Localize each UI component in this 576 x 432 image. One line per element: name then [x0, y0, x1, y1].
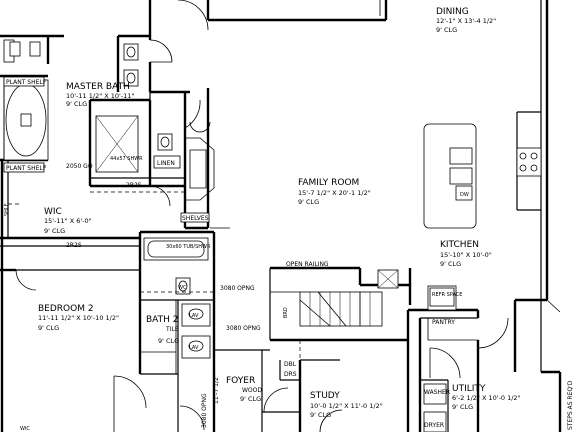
utility-dims: 6'-2 1/2" X 10'-0 1/2" — [452, 394, 521, 402]
kitchen-ceiling: 9' CLG — [440, 260, 461, 268]
refr-label: REFR SPACE — [432, 292, 462, 298]
steps-label: STEPS AS REQ'D — [567, 380, 574, 430]
dishwasher-label: DW — [460, 192, 469, 198]
family-room-ceiling: 9' CLG — [298, 198, 319, 206]
lav-upper-label: LAV — [189, 313, 199, 319]
plant-shelf-bottom-label: PLANT SHELF — [6, 165, 47, 172]
room-study: STUDY 10'-0 1/2" X 11'-0 1/2" 9' CLG — [310, 391, 383, 419]
linen-label: LINEN — [157, 160, 175, 167]
room-family-room: FAMILY ROOM 15'-7 1/2" X 20'-1 1/2" 9' C… — [298, 178, 371, 206]
washer-label: WASHER — [424, 389, 450, 396]
foyer-ceiling: 9' CLG — [240, 395, 261, 403]
room-wic: WIC 15'-11" X 6'-0" 9' CLG — [44, 207, 92, 235]
room-foyer: FOYER 9' CLG — [226, 376, 261, 403]
bottom-closet-label: WIC — [20, 426, 30, 432]
dining-name: DINING — [436, 7, 469, 17]
dbl-label: DBL — [284, 361, 297, 368]
tile-label: TILE — [165, 326, 179, 333]
shelf-2r2s-top-label: 2R2S — [126, 182, 142, 189]
bedroom2-ceiling: 9' CLG — [38, 324, 59, 332]
family-room-dims: 15'-7 1/2" X 20'-1 1/2" — [298, 189, 371, 197]
master-bath-ceiling: 9' CLG — [66, 100, 87, 108]
annotations: PLANT SHELF PLANT SHELF 44x57 SHWR LINEN… — [3, 76, 574, 432]
master-bath-dims: 10'-11 1/2" X 10'-11" — [66, 92, 134, 100]
dining-ceiling: 9' CLG — [436, 26, 457, 34]
drs-label: DRS — [284, 371, 297, 378]
brd-label: BRD — [283, 307, 289, 318]
shower-label: 44x57 SHWR — [110, 156, 143, 162]
room-bedroom-2: BEDROOM 2 11'-11 1/2" X 10'-10 1/2" 9' C… — [38, 304, 119, 332]
wic-ceiling: 9' CLG — [44, 227, 65, 235]
room-dining: DINING 12'-1" X 13'-4 1/2" 9' CLG — [436, 7, 496, 34]
open-railing-label: OPEN RAILING — [286, 261, 329, 268]
opening-3080-top-label: 3080 OPNG — [220, 285, 255, 292]
room-master-bath: MASTER BATH 10'-11 1/2" X 10'-11" 9' CLG — [66, 82, 134, 108]
shelves-label: SHELVES — [182, 215, 209, 222]
utility-ceiling: 9' CLG — [452, 403, 473, 411]
pantry-label: PANTRY — [432, 319, 455, 326]
room-utility: UTILITY 6'-2 1/2" X 10'-0 1/2" 9' CLG — [452, 384, 521, 411]
tub-label: 30x60 TUB/SHWR — [166, 244, 211, 250]
dim-11-7-label: 11'-7 1/2" — [213, 374, 220, 404]
dining-dims: 12'-1" X 13'-4 1/2" — [436, 17, 496, 25]
master-bath-name: MASTER BATH — [66, 82, 130, 92]
lav-lower-label: LAV — [189, 345, 199, 351]
bedroom2-name: BEDROOM 2 — [38, 304, 94, 314]
wc-label: WC — [178, 285, 187, 291]
kitchen-name: KITCHEN — [440, 240, 479, 250]
wic-dims: 15'-11" X 6'-0" — [44, 217, 92, 225]
bedroom2-dims: 11'-11 1/2" X 10'-10 1/2" — [38, 314, 119, 322]
foyer-name: FOYER — [226, 376, 255, 386]
wic-name: WIC — [44, 207, 62, 217]
fixtures — [3, 0, 561, 432]
room-kitchen: KITCHEN 15'-10" X 10'-0" 9' CLG — [440, 240, 492, 268]
wood-label: WOOD — [242, 387, 262, 394]
bath2-name: BATH 2 — [146, 315, 178, 325]
shelf-2r2s-mid-label: 2R2S — [66, 242, 82, 249]
window-2050-label: 2050 GO — [66, 163, 93, 170]
bath2-ceiling: 9' CLG — [158, 337, 179, 345]
room-bath-2: BATH 2 9' CLG — [146, 315, 179, 345]
study-name: STUDY — [310, 391, 340, 401]
shelf-left-label: SHLF — [4, 203, 10, 216]
utility-name: UTILITY — [452, 384, 486, 394]
dryer-label: DRYER — [424, 422, 444, 429]
doors — [15, 0, 509, 432]
plant-shelf-top-label: PLANT SHELF — [6, 79, 47, 86]
opening-3080-bottom-label: 3080 OPNG — [226, 325, 261, 332]
casework — [3, 76, 478, 374]
family-room-name: FAMILY ROOM — [298, 178, 359, 188]
study-dims: 10'-0 1/2" X 11'-0 1/2" — [310, 402, 383, 410]
opening-3080-vertical-label: 3080 OPNG — [201, 393, 208, 428]
kitchen-dims: 15'-10" X 10'-0" — [440, 251, 492, 259]
study-ceiling: 9' CLG — [310, 411, 331, 419]
